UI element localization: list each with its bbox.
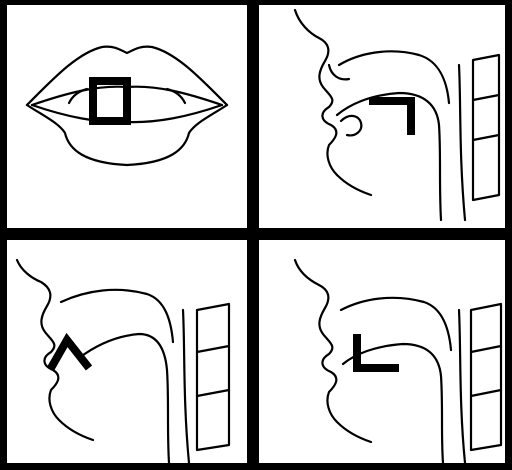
lips-front-drawing — [7, 5, 247, 228]
face-profile — [17, 260, 93, 440]
palate — [339, 51, 449, 103]
spine-vertebrae — [473, 55, 499, 200]
vertebra-divider-2 — [197, 390, 229, 396]
panel-tongue-low — [259, 240, 505, 463]
tongue-outline — [337, 93, 441, 220]
panel-tongue-back — [259, 5, 505, 228]
upper-teeth — [329, 65, 349, 79]
corner-top-right-symbol — [369, 101, 411, 135]
spine-vertebrae — [471, 304, 501, 450]
throat-line — [459, 310, 465, 463]
panel-lips-front — [7, 5, 247, 228]
tongue-tip-drawing — [7, 240, 247, 463]
tongue-outline — [79, 334, 169, 463]
corner-bottom-left-symbol — [357, 334, 399, 368]
tongue-back-drawing — [259, 5, 505, 228]
vertebra-divider-1 — [473, 95, 499, 100]
vertebra-divider-2 — [471, 390, 501, 396]
vertebra-divider-1 — [197, 346, 229, 352]
panel-tongue-tip — [7, 240, 247, 463]
spine-vertebrae — [197, 304, 229, 450]
palate — [61, 290, 173, 342]
throat-line — [459, 65, 465, 220]
lower-teeth — [341, 116, 361, 135]
vertebra-divider-1 — [471, 346, 501, 352]
throat-line — [183, 310, 189, 463]
vertebra-divider-2 — [473, 135, 499, 140]
tongue-low-drawing — [259, 240, 505, 463]
